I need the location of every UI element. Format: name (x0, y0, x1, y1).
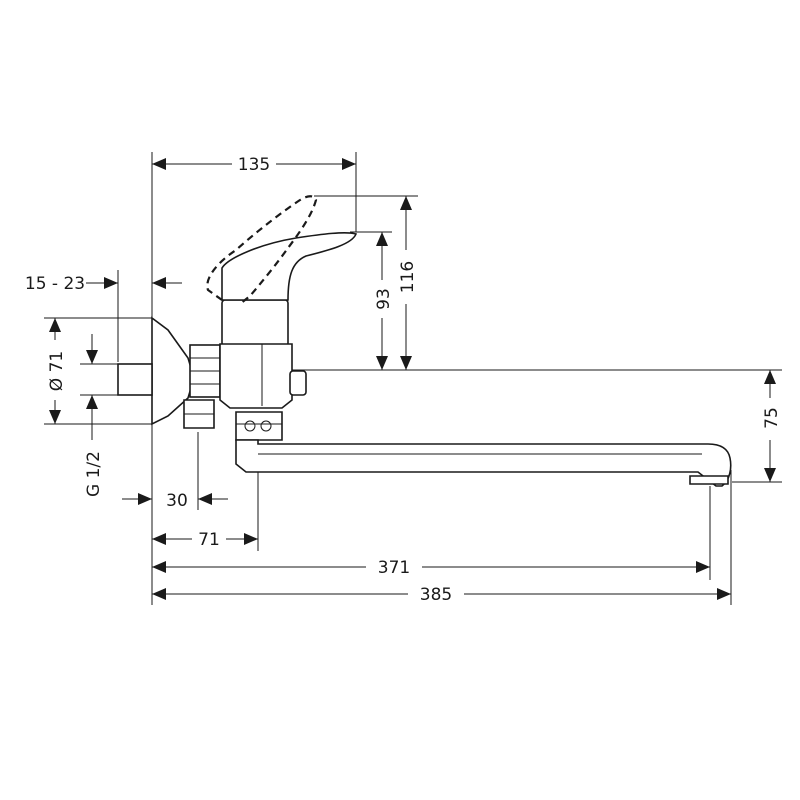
dimension-385 (152, 588, 731, 600)
extension-lines (44, 152, 782, 605)
eccentric-union (183, 344, 221, 429)
dim-label-385: 385 (420, 585, 452, 605)
dim-label-g-half: G 1/2 (84, 451, 104, 497)
dim-label-93: 93 (374, 288, 394, 310)
dim-label-116: 116 (398, 261, 418, 293)
dim-label-371: 371 (378, 558, 410, 578)
lever-handle (221, 231, 358, 301)
dimension-116 (400, 196, 412, 370)
dimension-30 (122, 493, 228, 505)
lever-handle-open-position (206, 195, 318, 305)
mixer-body (219, 299, 307, 441)
dimension-135 (152, 158, 356, 170)
dim-label-71: 71 (198, 530, 220, 550)
dim-label-30: 30 (166, 491, 188, 511)
dim-label-75: 75 (762, 407, 782, 429)
dimension-15-23 (86, 277, 182, 289)
dimension-dia-71 (49, 318, 61, 424)
dimension-93 (376, 232, 388, 370)
swivel-spout (235, 439, 732, 487)
dimension-71 (152, 533, 258, 545)
dim-label-dia-71: Ø 71 (47, 351, 67, 391)
dim-label-15-23: 15 - 23 (25, 274, 85, 294)
dimension-g-half (86, 334, 98, 440)
dimension-371 (152, 561, 710, 573)
wall-rosette (117, 316, 195, 426)
dimension-75 (764, 370, 776, 482)
dim-label-135: 135 (238, 155, 270, 175)
